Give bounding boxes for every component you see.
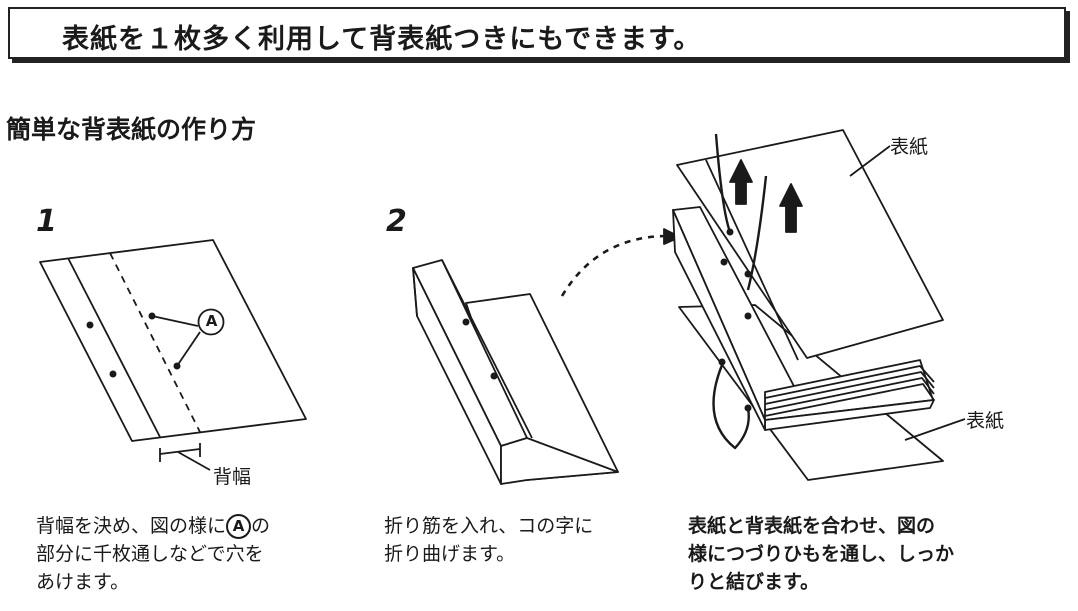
step-1-line-3: あけます。 bbox=[36, 571, 130, 593]
section-title: 簡単な背表紙の作り方 bbox=[6, 115, 257, 144]
banner-text: 表紙を１枚多く利用して背表紙つきにもできます。 bbox=[62, 24, 702, 55]
header-banner: 表紙を１枚多く利用して背表紙つきにもできます。 bbox=[8, 7, 1066, 59]
curved-arrow bbox=[560, 234, 669, 297]
cover-label-bottom: 表紙 bbox=[966, 410, 1005, 432]
step-3-line-2: 様につづりひもを通し、しっか bbox=[688, 543, 955, 565]
step-3-line-1: 表紙と背表紙を合わせ、図の bbox=[688, 515, 936, 537]
step-2-description: 折り筋を入れ、コの字に 折り曲げます。 bbox=[384, 512, 593, 568]
step-3-assembly bbox=[672, 129, 966, 481]
step-1-line-2: 部分に千枚通しなどで穴を bbox=[36, 543, 264, 565]
arrow-head bbox=[663, 228, 681, 245]
step-1-sheet bbox=[39, 239, 307, 471]
marker-a-inline: A bbox=[226, 514, 252, 539]
step-1-number: 1 bbox=[36, 204, 57, 239]
spine-width-label: 背幅 bbox=[213, 466, 252, 488]
step-2-line-2: 折り曲げます。 bbox=[384, 543, 516, 565]
marker-a-label: A bbox=[205, 312, 218, 330]
step-2-number: 2 bbox=[386, 204, 407, 239]
marker-a-circle bbox=[197, 308, 225, 336]
cover-label-top: 表紙 bbox=[890, 136, 929, 158]
step-2-folded-cover bbox=[412, 259, 619, 485]
step-3-line-3: りと結びます。 bbox=[688, 571, 820, 593]
step-2-line-1: 折り筋を入れ、コの字に bbox=[384, 515, 594, 537]
step-3-description: 表紙と背表紙を合わせ、図の 様につづりひもを通し、しっか りと結びます。 bbox=[688, 512, 954, 596]
